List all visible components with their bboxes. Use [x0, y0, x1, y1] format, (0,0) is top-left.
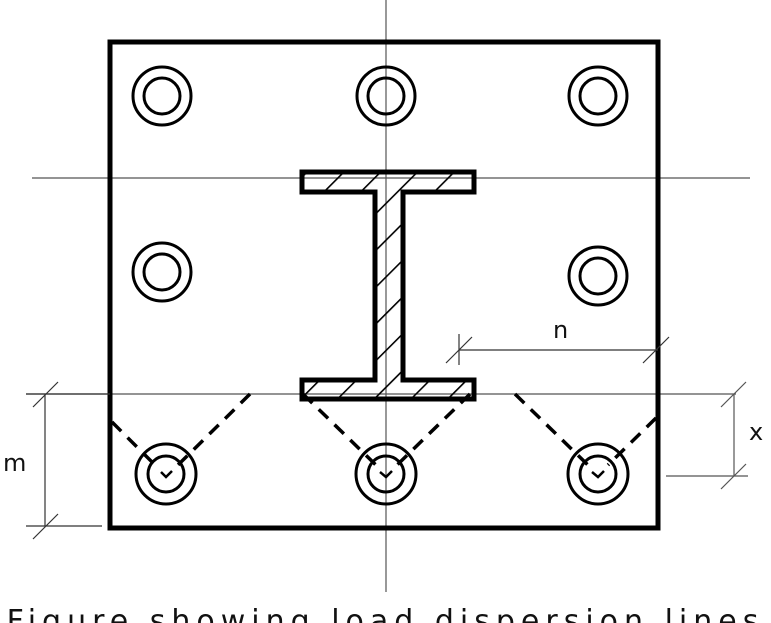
- base-plate: [107, 39, 661, 531]
- label-n: n: [553, 316, 569, 344]
- dispersion-lines: [110, 392, 658, 469]
- bolt-top-right: [567, 65, 629, 127]
- bolt-bottom-left: [134, 442, 198, 506]
- i-section-column: [299, 169, 477, 402]
- figure-caption-text: Figure showing load dispersion lines for…: [6, 604, 765, 623]
- bolt-top-center: [355, 65, 417, 127]
- figure-caption: Figure showing load dispersion lines for…: [0, 604, 771, 623]
- label-x: x: [749, 418, 764, 446]
- dimension-n: [445, 334, 670, 365]
- anchor-bolts: [131, 65, 630, 506]
- bolt-top-left: [131, 65, 193, 127]
- bolt-bottom-center: [354, 442, 418, 506]
- label-m: m: [3, 449, 27, 477]
- bolt-bottom-right: [566, 442, 630, 506]
- i-section-outline: [299, 169, 477, 402]
- bolt-middle-right: [567, 245, 629, 307]
- dimension-x: [666, 381, 748, 490]
- bolt-middle-left: [131, 241, 193, 303]
- dimension-m: [26, 381, 110, 540]
